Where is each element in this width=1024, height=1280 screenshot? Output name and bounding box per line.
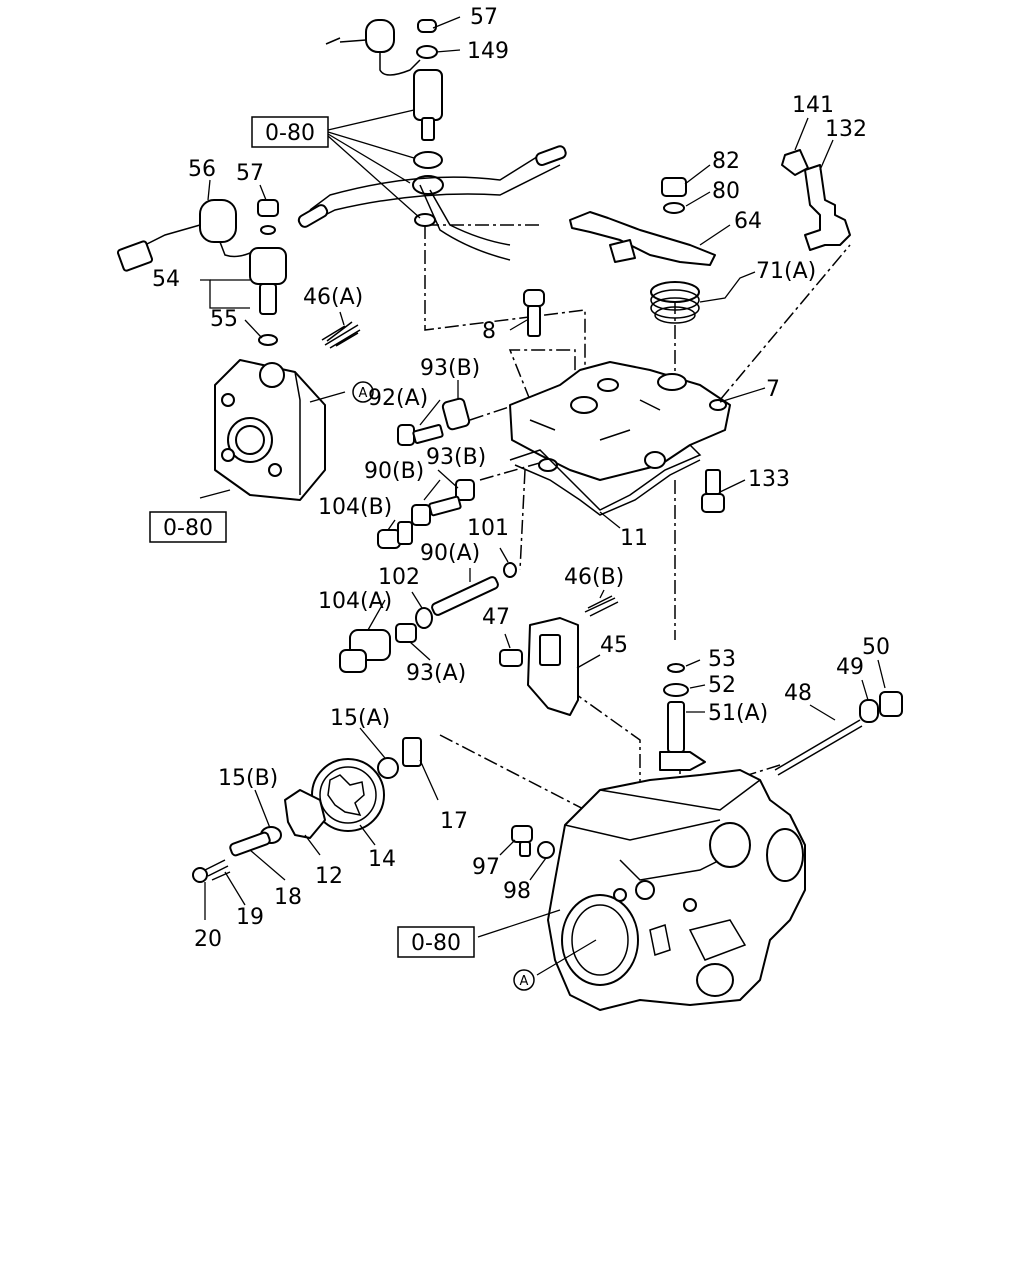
ref-box-2: 0-80 [149, 511, 227, 543]
ref-label-1: 0-80 [265, 121, 315, 146]
label-90b: 90(B) [364, 459, 424, 484]
label-48: 48 [784, 681, 812, 706]
label-49: 49 [836, 655, 864, 680]
label-55: 55 [210, 307, 238, 332]
ref-label-3: 0-80 [411, 931, 461, 956]
label-132: 132 [825, 117, 867, 142]
label-97: 97 [472, 855, 500, 880]
label-93b-lower: 93(B) [426, 445, 486, 470]
label-15b: 15(B) [218, 766, 278, 791]
label-46b: 46(B) [564, 565, 624, 590]
shaft-48-set [774, 691, 903, 776]
bolt-8 [523, 289, 545, 337]
label-80: 80 [712, 179, 740, 204]
label-64: 64 [734, 209, 762, 234]
label-71a: 71(A) [756, 259, 816, 284]
circle-ref-a-2-label: A [520, 974, 529, 989]
bracket-132 [781, 149, 851, 251]
shaft-51a-set [659, 663, 706, 771]
label-17: 17 [440, 809, 468, 834]
label-15a: 15(A) [330, 706, 390, 731]
adjust-screw-set [339, 562, 517, 673]
screw-97-washer-98 [511, 825, 555, 859]
label-46a: 46(A) [303, 285, 363, 310]
label-18: 18 [274, 885, 302, 910]
label-50: 50 [862, 635, 890, 660]
circle-ref-a-1: A [352, 381, 374, 403]
governor-housing [509, 361, 731, 481]
label-101: 101 [467, 516, 509, 541]
gasket-11 [509, 444, 702, 516]
spring-46a [321, 321, 361, 349]
label-102: 102 [378, 565, 420, 590]
label-54: 54 [152, 267, 180, 292]
label-56: 56 [188, 157, 216, 182]
label-11: 11 [620, 526, 648, 551]
overflow-pipe [297, 145, 567, 261]
label-92a: 92(A) [368, 386, 428, 411]
leader-lines [199, 16, 886, 976]
label-20: 20 [194, 927, 222, 952]
label-45: 45 [600, 633, 628, 658]
label-19: 19 [236, 905, 264, 930]
label-104a: 104(A) [318, 589, 392, 614]
ref-box-1: 0-80 [251, 116, 329, 148]
sensor-assembly-top [325, 19, 444, 195]
label-7: 7 [766, 377, 780, 402]
label-53: 53 [708, 647, 736, 672]
label-57-top: 57 [470, 5, 498, 30]
link-lever-45 [499, 595, 619, 716]
bolt-133 [701, 469, 725, 513]
ref-label-2: 0-80 [163, 516, 213, 541]
circle-ref-a-1-label: A [359, 386, 368, 401]
label-82: 82 [712, 149, 740, 174]
pump-body [547, 769, 806, 1011]
lever-assembly [569, 177, 716, 266]
label-141: 141 [792, 93, 834, 118]
label-47: 47 [482, 605, 510, 630]
label-52: 52 [708, 673, 736, 698]
label-93b-upper: 93(B) [420, 356, 480, 381]
spring-71a [650, 281, 700, 324]
label-133: 133 [748, 467, 790, 492]
screw-set-upper [377, 397, 475, 549]
label-14: 14 [368, 847, 396, 872]
label-8: 8 [482, 319, 496, 344]
label-51a: 51(A) [708, 701, 768, 726]
flyweight-assembly [192, 737, 422, 883]
label-98: 98 [503, 879, 531, 904]
sensor-assembly-left [116, 199, 287, 346]
label-12: 12 [315, 864, 343, 889]
label-149: 149 [467, 39, 509, 64]
label-104b: 104(B) [318, 495, 392, 520]
ref-box-3: 0-80 [397, 926, 475, 958]
label-93a: 93(A) [406, 661, 466, 686]
pump-cover-left [214, 359, 326, 501]
circle-ref-a-2: A [513, 969, 535, 991]
label-57-left: 57 [236, 161, 264, 186]
label-90a: 90(A) [420, 541, 480, 566]
part-labels: 57 149 56 57 54 55 46(A) 141 132 82 80 6… [152, 5, 890, 952]
